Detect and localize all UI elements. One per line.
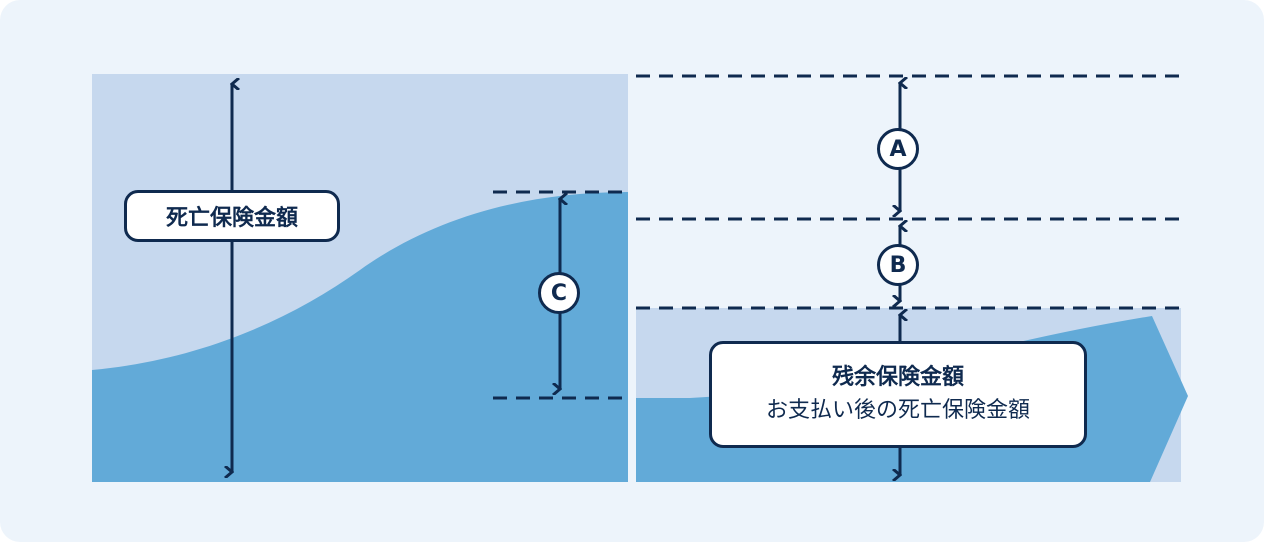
marker-b: B xyxy=(877,244,919,286)
residual-title: 残余保険金額 xyxy=(831,364,964,390)
residual-subtitle: お支払い後の死亡保険金額 xyxy=(765,397,1030,423)
marker-a: A xyxy=(877,128,919,170)
marker-c: C xyxy=(538,272,580,314)
residual-benefit-label: 残余保険金額 お支払い後の死亡保険金額 xyxy=(709,341,1087,448)
death-benefit-label: 死亡保険金額 xyxy=(124,190,340,242)
